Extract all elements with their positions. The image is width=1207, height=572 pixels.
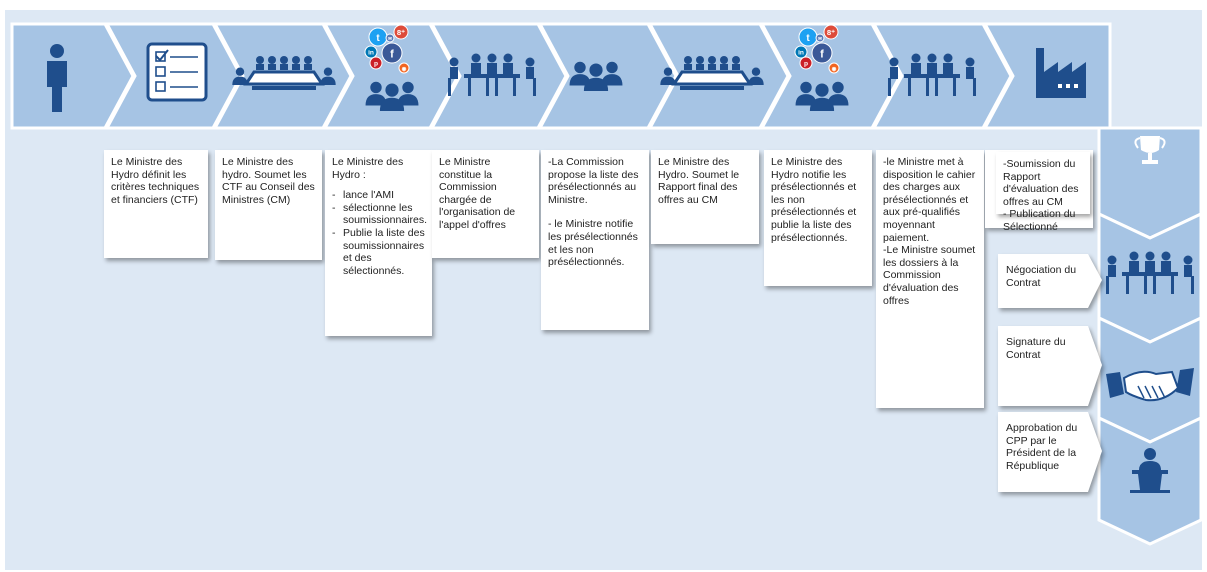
step-2-description: Le Ministre des Hydro définit les critèr… [104,150,208,258]
vertical-step-4-description: Approbation du CPP par le Président de l… [998,416,1092,478]
svg-text:t: t [806,33,810,44]
step-6-description: -La Commission propose la liste des prés… [541,150,649,330]
step-text: -Le Ministre soumet les dossiers à la Co… [883,244,976,307]
conference-table-icon [660,56,764,90]
meeting-icon [1106,251,1194,294]
factory-icon [1036,48,1086,98]
social-media-audience-icon: t ✉ 8⁺ in f p ◉ [364,24,419,111]
step-3-description: Le Ministre des hydro. Soumet les CTF au… [215,150,322,260]
vertical-step-text: Signature du Contrat [1006,336,1066,361]
svg-text:f: f [390,49,394,61]
step-text: Le Ministre des Hydro. Soumet le Rapport… [658,156,740,206]
step-5-description: Le Ministre constitue la Commission char… [432,150,539,258]
step-9-description: -le Ministre met à disposition le cahier… [876,150,984,408]
conference-table-icon [232,56,336,90]
svg-text:✉: ✉ [388,36,392,41]
step-text: Le Ministre constitue la Commission char… [439,156,516,231]
meeting-icon [448,53,536,96]
svg-text:✉: ✉ [818,36,822,41]
step-4-description: Le Ministre des Hydro : lance l'AMIsélect… [325,150,432,336]
vertical-step-3-description: Signature du Contrat [998,330,1092,367]
step-text: - le Ministre notifie les présélectionné… [548,218,638,269]
svg-text:◉: ◉ [832,66,838,72]
step-text: -le Ministre met à disposition le cahier… [883,156,976,244]
step-text: Le Ministre des Hydro notifie les présél… [771,156,857,244]
vertical-step-4-arrow [998,412,1102,492]
vertical-step-1-description: -Soumission du Rapport d'évaluation des … [996,152,1090,233]
svg-text:p: p [804,61,808,68]
svg-text:8⁺: 8⁺ [397,28,405,37]
svg-text:in: in [368,50,374,57]
social-media-audience-icon: t ✉ 8⁺ in f p ◉ [794,24,849,111]
step-bullet: lance l'AMI [332,189,425,202]
step-7-description: Le Ministre des Hydro. Soumet le Rapport… [651,150,759,244]
svg-text:in: in [798,50,804,57]
step-text: Le Ministre des Hydro définit les critèr… [111,156,200,206]
step-text: Le Ministre des hydro. Soumet les CTF au… [222,156,315,206]
checklist-icon [146,42,208,102]
vertical-step-text: Négociation du Contrat [1006,264,1077,289]
step-bullet: Publie la liste des soumissionnaires et … [332,227,425,277]
vertical-step-3-arrow [998,326,1102,406]
vertical-step-2-description: Négociation du Contrat [998,258,1092,295]
chevron-step-4 [322,22,460,130]
step-bullet: sélectionne les soumissionnaires. [332,202,427,227]
step-intro: Le Ministre des Hydro : [332,156,404,181]
svg-text:p: p [374,61,378,68]
step-8-description: Le Ministre des Hydro notifie les présél… [764,150,872,286]
vertical-step-2-arrow [998,254,1102,308]
group-icon [569,61,623,91]
svg-text:◉: ◉ [402,66,408,72]
meeting-icon [888,53,976,96]
paragraph-gap [548,206,642,218]
step-text: -La Commission propose la liste des prés… [548,156,639,206]
vertical-step-text: - Publication du Sélectionné [1003,208,1076,233]
svg-text:8⁺: 8⁺ [827,28,835,37]
step-bullets: lance l'AMIsélectionne les soumissionnai… [332,189,427,277]
vertical-step-text: Approbation du CPP par le Président de l… [1006,422,1078,472]
handshake-icon [1106,368,1194,402]
person-icon [47,44,67,112]
podium-speaker-icon [1130,448,1170,493]
vertical-step-text: -Soumission du Rapport d'évaluation des … [1003,158,1079,208]
svg-text:t: t [376,33,380,44]
chevron-step-1 [10,22,135,130]
trophy-icon [1134,136,1166,164]
svg-text:f: f [820,49,824,61]
